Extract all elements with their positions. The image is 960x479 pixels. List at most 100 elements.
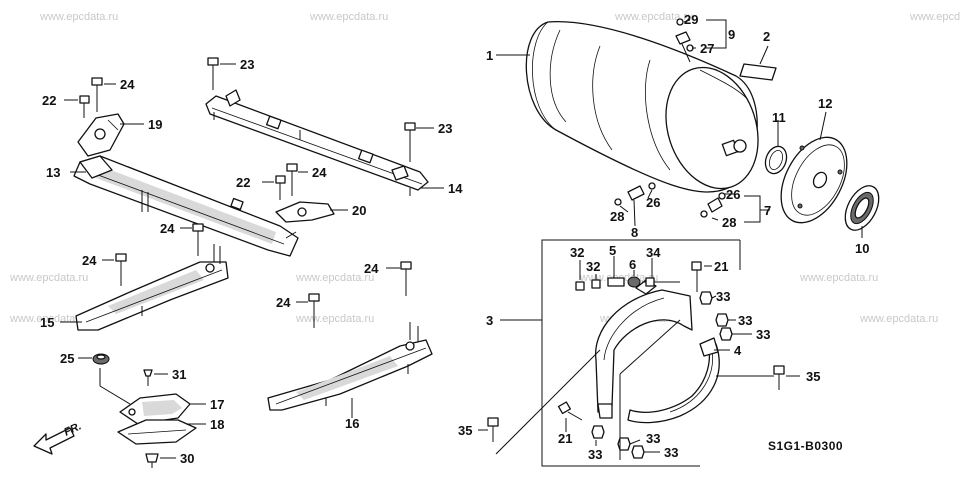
- callout-26-left[interactable]: 26: [646, 195, 660, 210]
- bolt-22-mid[interactable]: [275, 175, 286, 200]
- callout-32-left[interactable]: 32: [570, 245, 584, 260]
- crossmember-upper-left[interactable]: [73, 155, 299, 257]
- bolt-24-top[interactable]: [91, 77, 103, 112]
- callout-12[interactable]: 12: [818, 96, 832, 111]
- callout-33-c[interactable]: 33: [756, 327, 770, 342]
- bracket-20[interactable]: [275, 201, 335, 223]
- bolt-30[interactable]: [145, 453, 159, 468]
- member-lower-left[interactable]: [75, 244, 229, 331]
- callout-3[interactable]: 3: [486, 313, 493, 328]
- watermark: www.epcdata.ru: [309, 11, 388, 23]
- callout-28-right[interactable]: 28: [722, 215, 736, 230]
- tank-band-3[interactable]: [595, 279, 693, 419]
- tensioner-assembly[interactable]: [575, 261, 702, 292]
- crossmember-upper-right[interactable]: [205, 89, 429, 196]
- callout-24-bottom[interactable]: 24: [276, 295, 291, 310]
- callout-23-right[interactable]: 23: [438, 121, 452, 136]
- seal-10[interactable]: [838, 180, 885, 236]
- group-bracket-3: [541, 239, 741, 467]
- fuel-tank[interactable]: [525, 21, 773, 201]
- callout-17[interactable]: 17: [210, 397, 224, 412]
- watermark: www.epcdata.ru: [909, 11, 960, 23]
- callout-24-lower[interactable]: 24: [82, 253, 97, 268]
- watermark: www.epcdata.ru: [9, 272, 88, 284]
- callout-29[interactable]: 29: [684, 12, 698, 27]
- cover-plate-12[interactable]: [768, 126, 861, 234]
- callout-34[interactable]: 34: [646, 245, 661, 260]
- watermark: www.epcdata.ru: [859, 313, 938, 325]
- bolt-35-right[interactable]: [773, 365, 785, 390]
- callout-18[interactable]: 18: [210, 417, 224, 432]
- callout-32-right[interactable]: 32: [586, 259, 600, 274]
- callout-30[interactable]: 30: [180, 451, 194, 466]
- bolt-24-lower[interactable]: [115, 253, 127, 286]
- fitting-set[interactable]: [614, 182, 726, 218]
- callout-labels: 1 2 3 4 5 6 7 8 9 10 11 12 13 14 15 16 1…: [40, 12, 869, 466]
- callout-6[interactable]: 6: [629, 257, 636, 272]
- watermark: www.epcdata.ru: [295, 272, 374, 284]
- callout-35-left[interactable]: 35: [458, 423, 472, 438]
- callout-14[interactable]: 14: [448, 181, 463, 196]
- bolt-24-mid[interactable]: [286, 163, 298, 196]
- callout-24-right-mid[interactable]: 24: [364, 261, 379, 276]
- watermark: www.epcdata.ru: [39, 11, 118, 23]
- tank-band-4[interactable]: [627, 337, 720, 424]
- callout-33-d[interactable]: 33: [588, 447, 602, 462]
- bolt-22-top[interactable]: [79, 95, 90, 118]
- callout-19[interactable]: 19: [148, 117, 162, 132]
- callout-11[interactable]: 11: [772, 110, 786, 125]
- group-bracket-7: [744, 195, 761, 223]
- callout-8[interactable]: 8: [631, 225, 638, 240]
- callout-27[interactable]: 27: [700, 41, 714, 56]
- callout-10[interactable]: 10: [855, 241, 869, 256]
- label-plate-2[interactable]: [739, 63, 777, 81]
- callout-9[interactable]: 9: [728, 27, 735, 42]
- callout-15[interactable]: 15: [40, 315, 54, 330]
- callout-2[interactable]: 2: [763, 29, 770, 44]
- callout-24-mid[interactable]: 24: [312, 165, 327, 180]
- nut-set-33[interactable]: [591, 291, 733, 459]
- callout-21-lower[interactable]: 21: [558, 431, 572, 446]
- callout-33-f[interactable]: 33: [664, 445, 678, 460]
- callout-33-e[interactable]: 33: [646, 431, 660, 446]
- callout-13[interactable]: 13: [46, 165, 60, 180]
- bolt-24-left[interactable]: [192, 223, 204, 256]
- callout-1[interactable]: 1: [486, 48, 493, 63]
- callout-26-right[interactable]: 26: [726, 187, 740, 202]
- bolt-21-lower[interactable]: [557, 401, 583, 421]
- callout-24-left[interactable]: 24: [160, 221, 175, 236]
- bolt-24-bottom[interactable]: [308, 293, 320, 328]
- callout-25[interactable]: 25: [60, 351, 74, 366]
- o-ring-11[interactable]: [762, 143, 790, 176]
- callout-21-upper[interactable]: 21: [714, 259, 728, 274]
- callout-23-top[interactable]: 23: [240, 57, 254, 72]
- callout-7[interactable]: 7: [764, 203, 771, 218]
- callout-4[interactable]: 4: [734, 343, 742, 358]
- diagram-code: S1G1-B0300: [768, 439, 843, 453]
- callout-33-b[interactable]: 33: [738, 313, 752, 328]
- bolt-set[interactable]: [79, 57, 416, 328]
- callout-31[interactable]: 31: [172, 367, 186, 382]
- callout-35-right[interactable]: 35: [806, 369, 820, 384]
- callout-28-left[interactable]: 28: [610, 209, 624, 224]
- nut-25[interactable]: [92, 353, 110, 365]
- callout-22-mid[interactable]: 22: [236, 175, 250, 190]
- fitting-29-27[interactable]: [676, 18, 694, 52]
- callout-5[interactable]: 5: [609, 243, 616, 258]
- callout-16[interactable]: 16: [345, 416, 359, 431]
- mount-assembly[interactable]: [117, 393, 197, 445]
- callout-33-a[interactable]: 33: [716, 289, 730, 304]
- bolt-23-top[interactable]: [207, 57, 219, 90]
- callout-20[interactable]: 20: [352, 203, 366, 218]
- bolt-35-left[interactable]: [487, 417, 499, 442]
- callout-22-top[interactable]: 22: [42, 93, 56, 108]
- bolt-23-right[interactable]: [404, 122, 416, 162]
- leader-lines: [60, 19, 863, 460]
- member-lower-right[interactable]: [267, 322, 433, 411]
- front-direction-label: FR.: [62, 420, 83, 438]
- bolt-31[interactable]: [143, 369, 153, 386]
- bolt-24-right-mid[interactable]: [400, 261, 412, 296]
- callout-24-top[interactable]: 24: [120, 77, 135, 92]
- bracket-19[interactable]: [77, 113, 125, 157]
- front-direction-arrow: FR.: [33, 420, 83, 455]
